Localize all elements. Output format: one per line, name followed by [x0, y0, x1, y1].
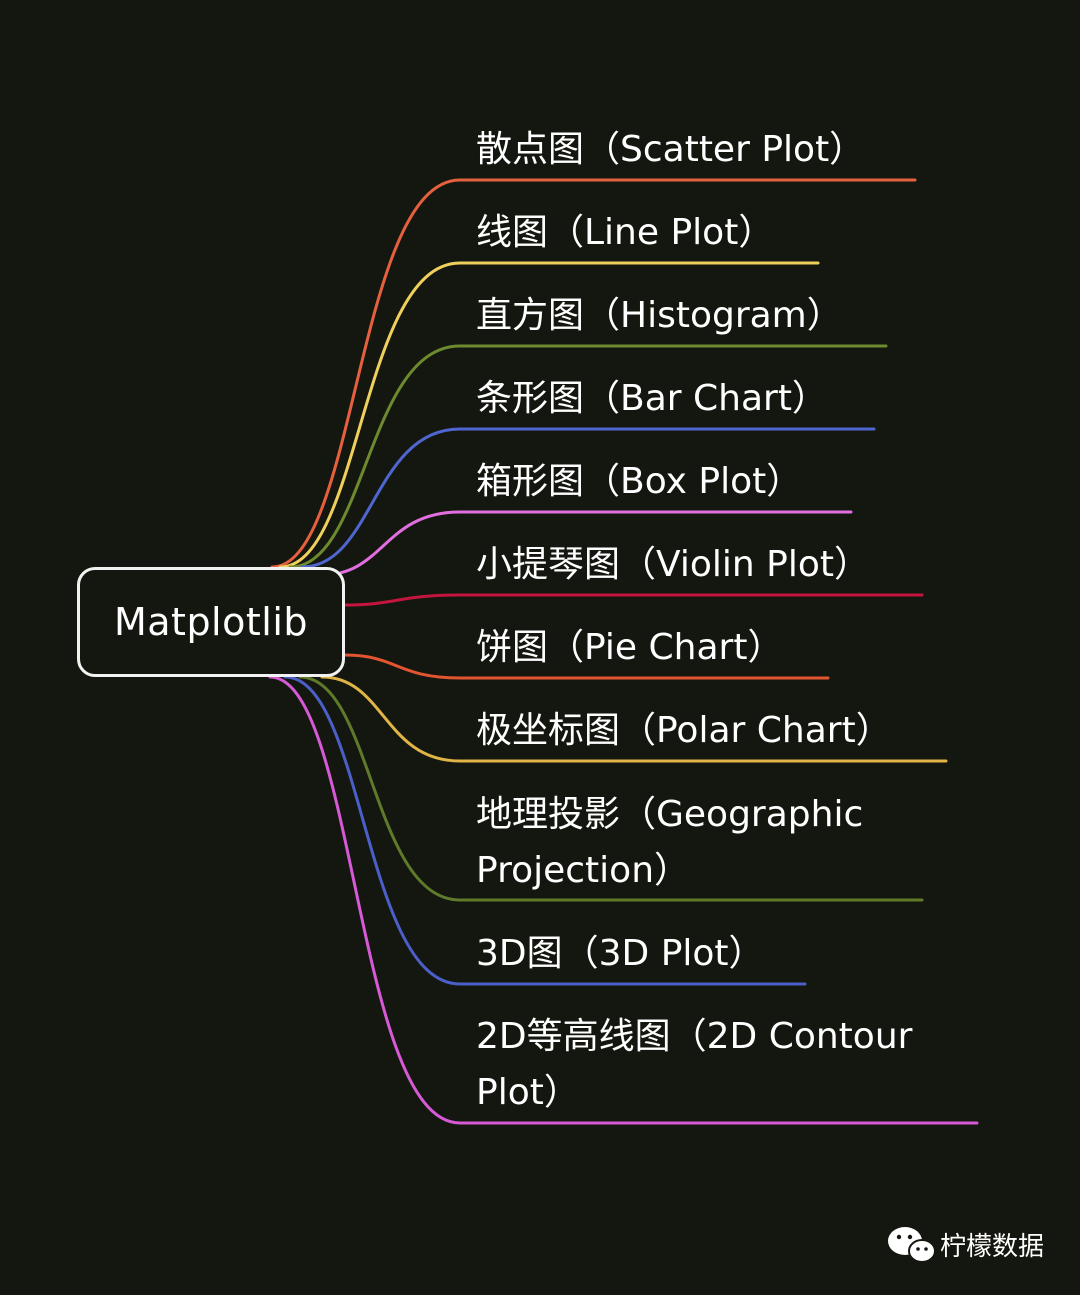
branch-connector — [270, 178, 917, 569]
branch-pie-chart[interactable]: 饼图（Pie Chart） — [476, 627, 784, 668]
branch-connector — [343, 653, 830, 680]
branch-connector — [268, 675, 979, 1125]
root-label: Matplotlib — [113, 600, 309, 644]
branch-histogram[interactable]: 直方图（Histogram） — [476, 295, 843, 336]
branch-connector — [320, 675, 948, 763]
branch-connector — [278, 261, 820, 569]
branch-connectors — [268, 178, 979, 1125]
branch-bar-chart[interactable]: 条形图（Bar Chart） — [476, 378, 828, 419]
watermark: 柠檬数据 — [884, 1226, 1044, 1263]
branch-connector — [288, 344, 888, 569]
branch-line-plot[interactable]: 线图（Line Plot） — [476, 212, 775, 253]
branch-connector — [320, 510, 853, 577]
branch-violin-plot[interactable]: 小提琴图（Violin Plot） — [476, 544, 870, 585]
branch-connector — [283, 675, 807, 986]
branch-3d-plot[interactable]: 3D图（3D Plot） — [476, 933, 765, 974]
branch-connector — [343, 593, 924, 607]
branch-connector — [300, 427, 876, 569]
branch-box-plot[interactable]: 箱形图（Box Plot） — [476, 461, 803, 502]
wechat-icon — [888, 1227, 936, 1263]
branch-connector — [298, 675, 924, 902]
watermark-text: 柠檬数据 — [939, 1232, 1044, 1262]
branch-2d-contour-plot[interactable]: 2D等高线图（2D Contour Plot） — [476, 1016, 913, 1113]
root-node[interactable]: Matplotlib — [77, 567, 345, 677]
branch-polar-chart[interactable]: 极坐标图（Polar Chart） — [476, 710, 892, 751]
branch-geographic-projection[interactable]: 地理投影（Geographic Projection） — [476, 794, 864, 891]
branch-scatter-plot[interactable]: 散点图（Scatter Plot） — [476, 129, 866, 170]
